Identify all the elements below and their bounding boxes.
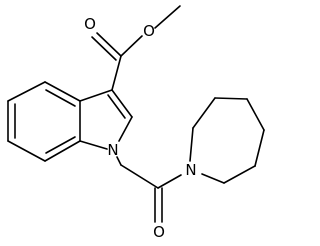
bond-az-c6-c7: [223, 165, 256, 184]
bond-az-c5-c6: [254, 129, 265, 167]
bond-c4-c5: [7, 81, 46, 102]
bond-c2-n1: [118, 116, 133, 142]
atom-labels: O O N N O: [84, 15, 197, 241]
bond-c3a-c4-a: [44, 81, 81, 102]
bond-c3a-c4-b: [45, 89, 76, 107]
bond-az-n-c2: [189, 127, 194, 162]
bond-carbonyl-c-c3: [111, 55, 122, 91]
bond-az-c3-c4: [214, 97, 248, 100]
bond-az-c4-c5: [246, 98, 265, 131]
bonds: [7, 5, 265, 223]
bond-az-c7-n: [201, 173, 225, 184]
bond-c6-c7: [7, 140, 46, 162]
bond-c3-c3a: [79, 89, 113, 102]
bond-c3-c2-b: [107, 94, 126, 119]
bond-c7-c7a-a: [44, 140, 81, 162]
ester-carbonyl-oxygen-label: O: [84, 15, 96, 33]
bond-az-c2-c3: [192, 97, 216, 129]
bond-c7-c7a-b: [45, 136, 76, 154]
bond-n1-c7a: [79, 140, 108, 150]
bond-methyl-o: [154, 5, 181, 29]
indole-nitrogen-label: N: [107, 141, 118, 159]
bond-ch2-amide-c: [120, 164, 159, 189]
bond-n1-ch2: [116, 156, 122, 166]
bond-carbonyl-c-o-double-b: [91, 36, 117, 61]
molecule-svg: O O N N O: [7, 5, 265, 241]
bond-amide-c-n: [157, 174, 182, 189]
molecule-structure-diagram: O O N N O: [7, 5, 265, 241]
azepane-nitrogen-label: N: [185, 161, 196, 179]
ester-ether-oxygen-label: O: [143, 22, 155, 40]
amide-oxygen-label: O: [153, 223, 165, 241]
bond-o-carbonyl-c: [120, 35, 143, 57]
bond-c3-c2-a: [111, 89, 133, 118]
bond-carbonyl-c-o-double-a: [96, 32, 122, 57]
